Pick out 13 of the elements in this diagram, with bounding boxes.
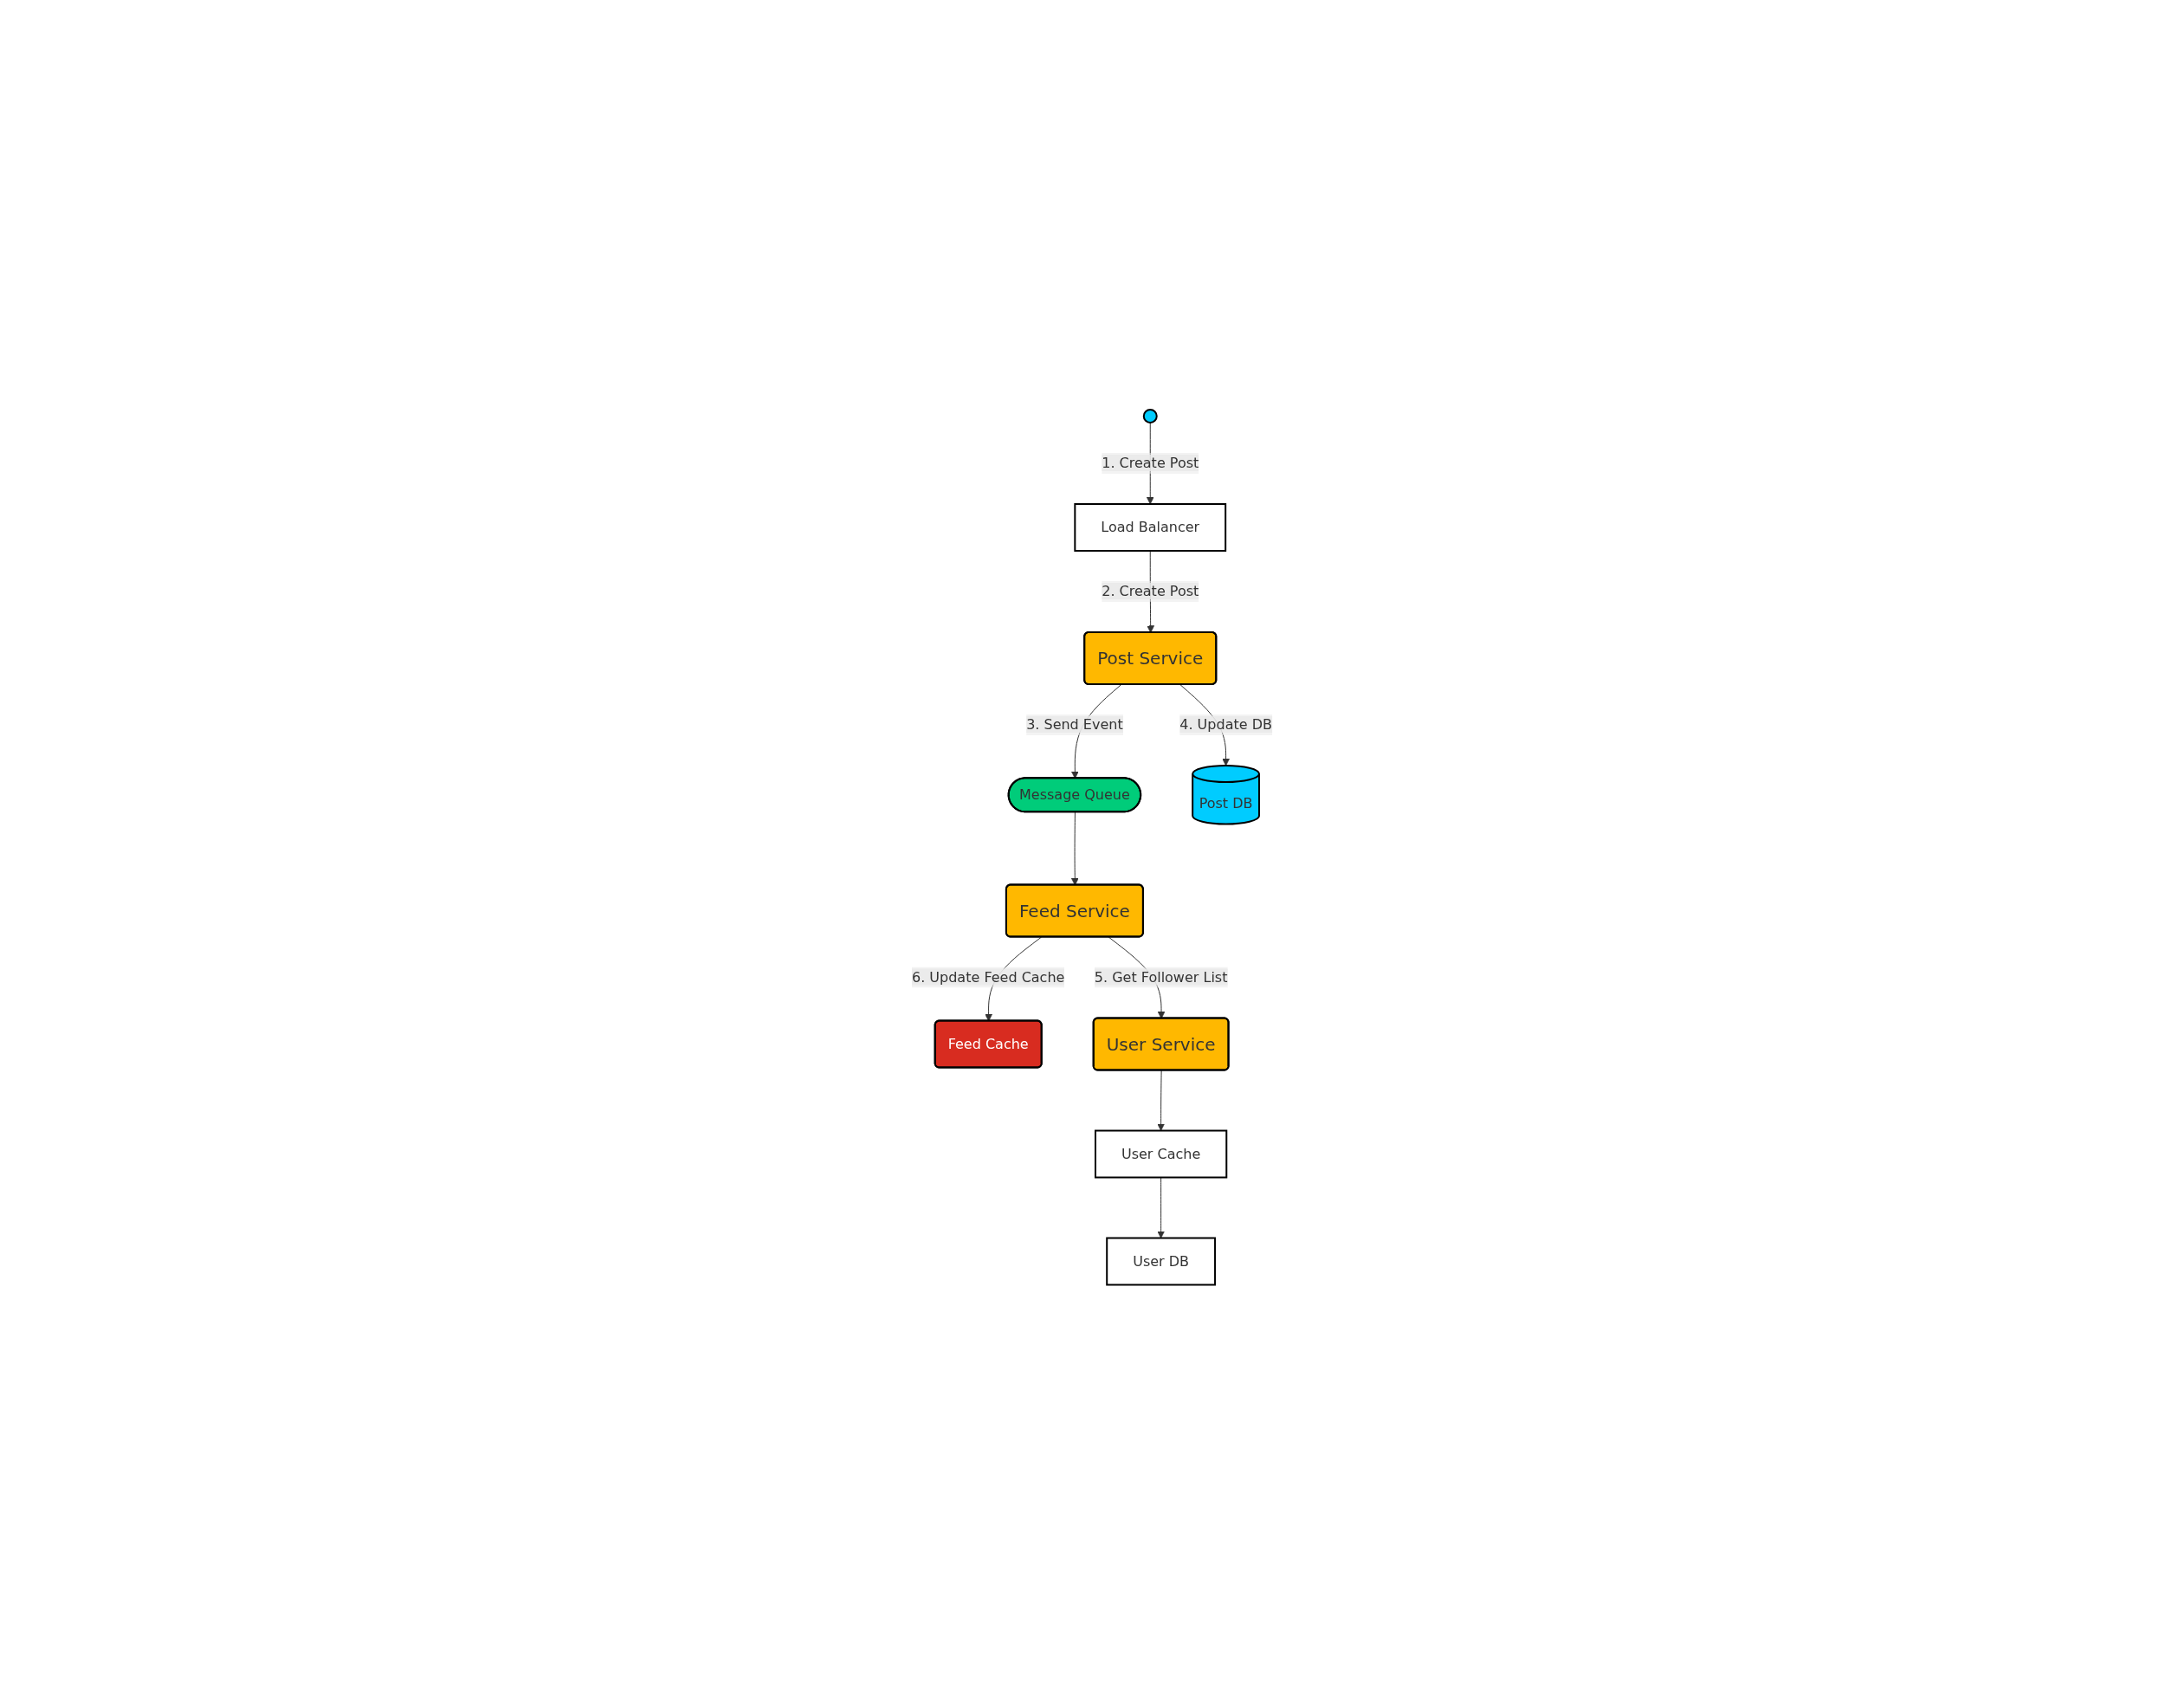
node-box: User DB: [1106, 1237, 1217, 1286]
arrow: [1157, 1070, 1166, 1131]
node-box: User Cache: [1095, 1129, 1228, 1179]
arrow: [1157, 1176, 1166, 1238]
edge-label: 6. Update Feed Cache: [912, 968, 1065, 986]
edge-label: 3. Send Event: [1026, 715, 1123, 733]
edge-label: 2. Create Post: [1102, 582, 1199, 599]
node-box: Load Balancer: [1074, 502, 1227, 552]
edge-label: 1. Create Post: [1102, 454, 1199, 471]
edge-label: 5. Get Follower List: [1094, 968, 1228, 986]
arrow: [1070, 811, 1079, 886]
edge-label: 4. Update DB: [1179, 715, 1272, 733]
node-person: [1142, 408, 1158, 424]
